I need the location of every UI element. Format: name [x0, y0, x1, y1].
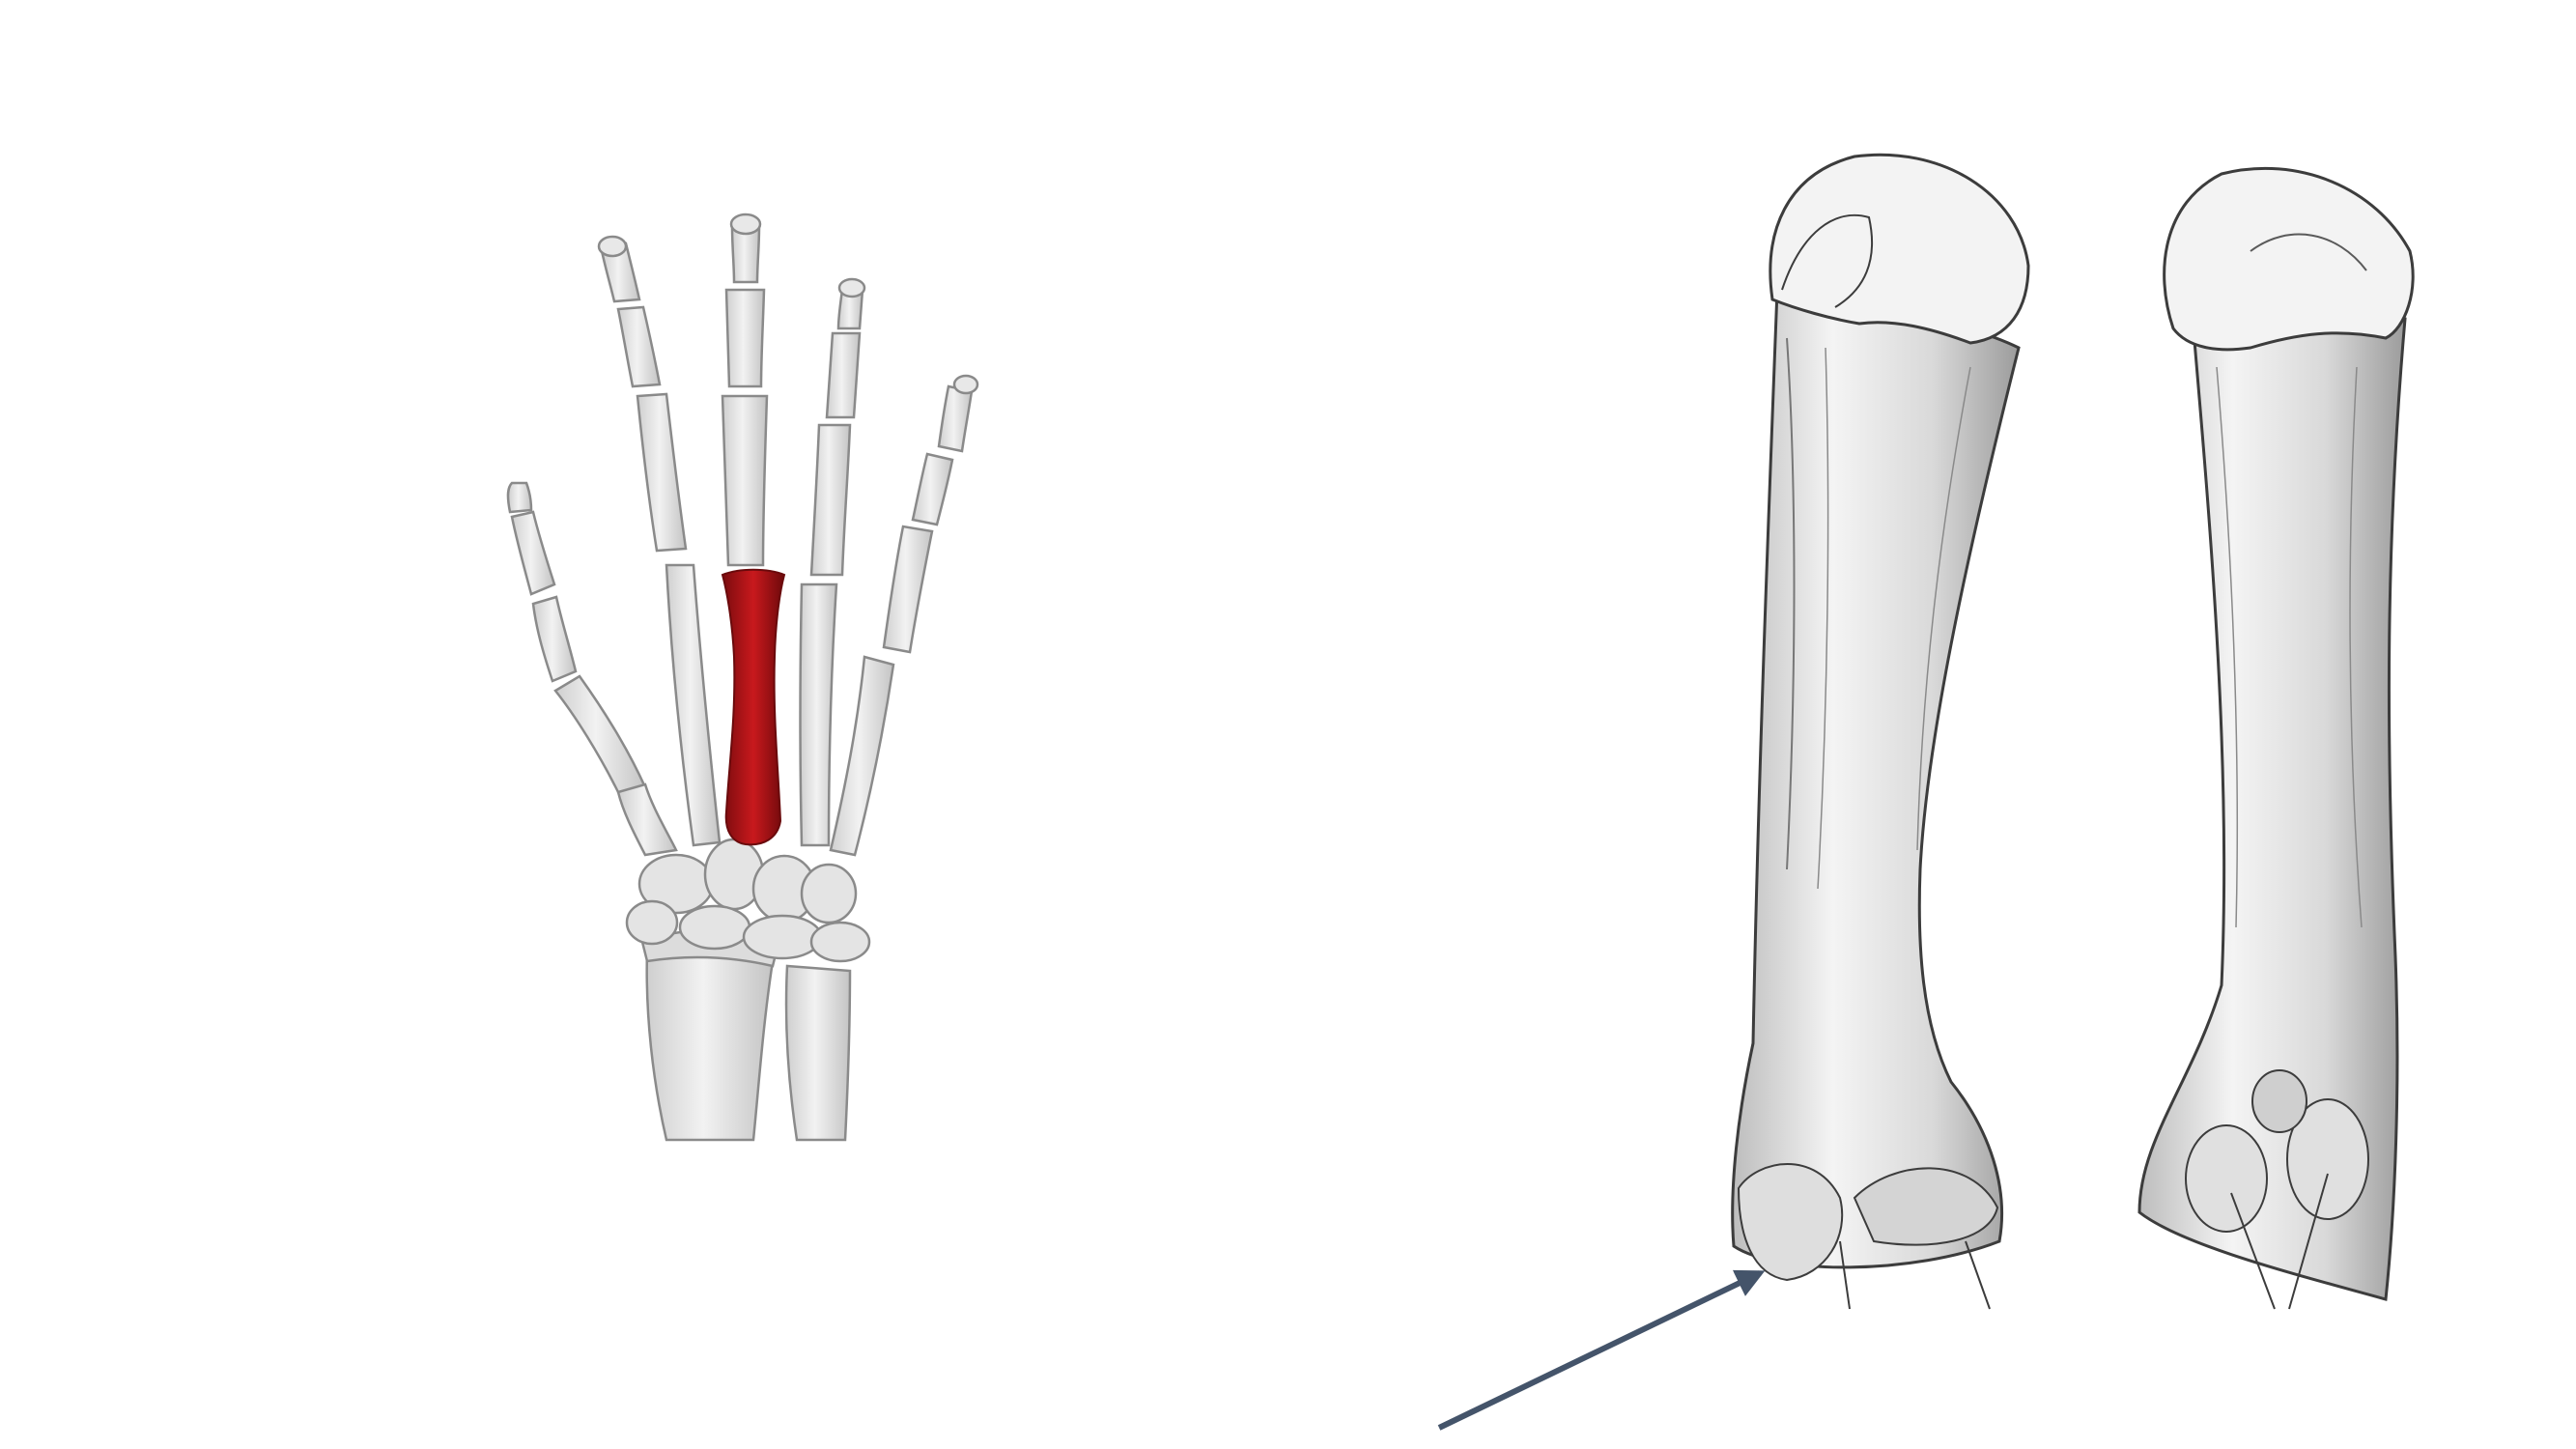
third-metacarpal-highlight [721, 568, 786, 846]
middle-finger-phalanges [721, 213, 769, 567]
pointer-arrow [1437, 1269, 1766, 1431]
thumb-bones [506, 481, 678, 857]
metacarpal-engraving-illustration [1731, 153, 2415, 1310]
ring-finger-bones [799, 277, 866, 847]
little-finger-bones [829, 374, 979, 857]
hand-skeleton-illustration [506, 213, 979, 1142]
carpal-bones [625, 838, 871, 963]
metacarpal-view-lateral [2137, 166, 2415, 1310]
metacarpal-view-anterior [1731, 153, 2030, 1310]
forearm-bones [640, 929, 852, 1142]
index-finger-bones [597, 235, 722, 847]
